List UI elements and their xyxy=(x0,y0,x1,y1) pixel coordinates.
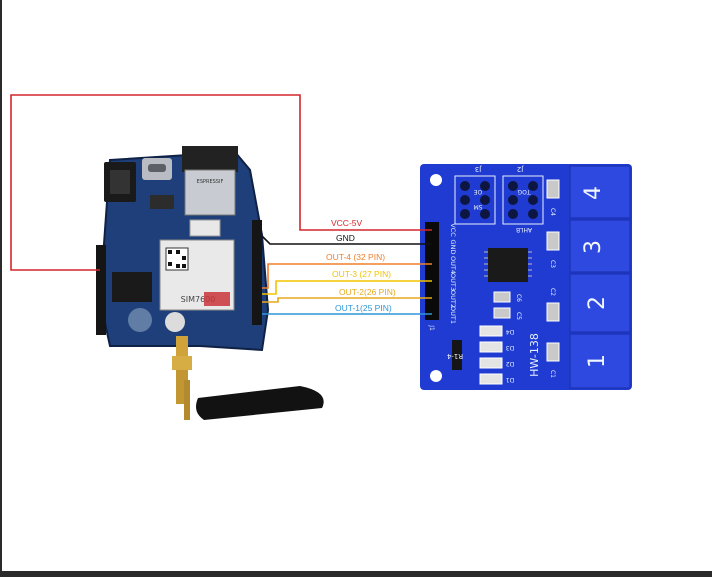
pad-number-1: 1 xyxy=(585,354,610,368)
wire-label-vcc: VCC-5V xyxy=(331,218,363,228)
touch-pads: 4 3 2 1 xyxy=(569,165,631,389)
capacitors xyxy=(493,179,560,362)
controller-button xyxy=(189,219,221,237)
touch-pad-3 xyxy=(569,219,631,273)
led-resistor-array xyxy=(452,325,503,385)
silk-c4: C4 xyxy=(549,208,556,216)
silk-sm: SM xyxy=(474,203,483,210)
wire-out3 xyxy=(262,280,432,295)
controller-right-header xyxy=(252,220,262,325)
sim-module-label: SIM7600 xyxy=(181,295,216,304)
silk-c6: C6 xyxy=(515,294,522,302)
silk-j2: J2 xyxy=(517,165,525,173)
wire-label-out1: OUT-1(25 PIN) xyxy=(335,303,392,313)
frame-bottom-bar xyxy=(0,571,712,577)
silk-r1-4: R1-4 xyxy=(446,352,463,360)
mount-hole-bottom-left xyxy=(430,370,442,382)
touch-pad-2 xyxy=(569,273,631,333)
touch-pad-1 xyxy=(569,333,631,389)
wire-out4 xyxy=(262,263,432,289)
esp-module-brand: ESPRESSIF xyxy=(197,179,224,185)
silk-d4: D4 xyxy=(506,328,515,335)
usb-c-port-icon xyxy=(142,158,172,180)
controller-regulator xyxy=(112,272,152,302)
silk-j3: J3 xyxy=(475,165,483,173)
wire-out2 xyxy=(262,297,432,303)
header-pin-out2: OUT2 xyxy=(449,290,457,308)
header-pin-out4: OUT4 xyxy=(449,256,457,274)
silk-c3: C3 xyxy=(549,260,556,268)
mount-hole-top-left xyxy=(430,174,442,186)
wire-label-out4: OUT-4 (32 PIN) xyxy=(326,252,385,262)
antenna-icon xyxy=(172,336,324,420)
pad-number-3: 3 xyxy=(581,240,606,254)
silk-oe: OE xyxy=(474,188,483,195)
header-pin-gnd: GND xyxy=(449,240,457,255)
silk-d2: D2 xyxy=(506,360,515,367)
wire-vcc-loop xyxy=(10,94,432,271)
silk-d1: D1 xyxy=(506,376,515,383)
wire-label-out2: OUT-2(26 PIN) xyxy=(339,287,396,297)
pad-number-4: 4 xyxy=(581,186,606,200)
touch-pad-4 xyxy=(569,165,631,219)
esp-module: ESPRESSIF xyxy=(182,146,238,216)
header-pin-vcc: VCC xyxy=(449,223,457,237)
silk-d3: D3 xyxy=(506,344,515,351)
silk-j1: J1 xyxy=(428,324,435,331)
silk-ahlb: AHLB xyxy=(516,226,532,233)
wire-gnd xyxy=(261,235,432,245)
wires xyxy=(10,94,432,315)
jumper-block-j2 xyxy=(502,175,544,225)
wire-label-out3: OUT-3 (27 PIN) xyxy=(332,269,391,279)
controller-logo xyxy=(128,308,152,332)
barrel-jack-icon xyxy=(104,162,136,202)
silk-c1: C1 xyxy=(549,370,556,378)
header-pin-out3: OUT3 xyxy=(449,273,457,291)
controller-left-header xyxy=(96,245,106,335)
header-pin-out1: OUT1 xyxy=(449,306,457,324)
silk-c2: C2 xyxy=(549,288,556,296)
controller-ic xyxy=(150,195,174,209)
silk-c5: C5 xyxy=(515,312,522,320)
jumper-block-j3 xyxy=(454,175,496,225)
touch-controller-chip xyxy=(484,248,532,282)
controller-sma-base xyxy=(165,312,185,332)
sensor-model-label: HW-138 xyxy=(528,333,541,377)
sensor-board: 4 3 2 1 J3 J2 OE SM TOG AHLB xyxy=(420,164,632,390)
sensor-pin-header: VCC GND OUT4 OUT3 OUT2 OUT1 xyxy=(425,222,457,324)
silk-tog: TOG xyxy=(517,188,531,195)
sim-module: SIM7600 xyxy=(159,239,235,311)
controller-board: ESPRESSIF SIM7600 xyxy=(96,146,270,352)
pad-number-2: 2 xyxy=(585,296,610,310)
wire-label-gnd: GND xyxy=(336,233,355,243)
